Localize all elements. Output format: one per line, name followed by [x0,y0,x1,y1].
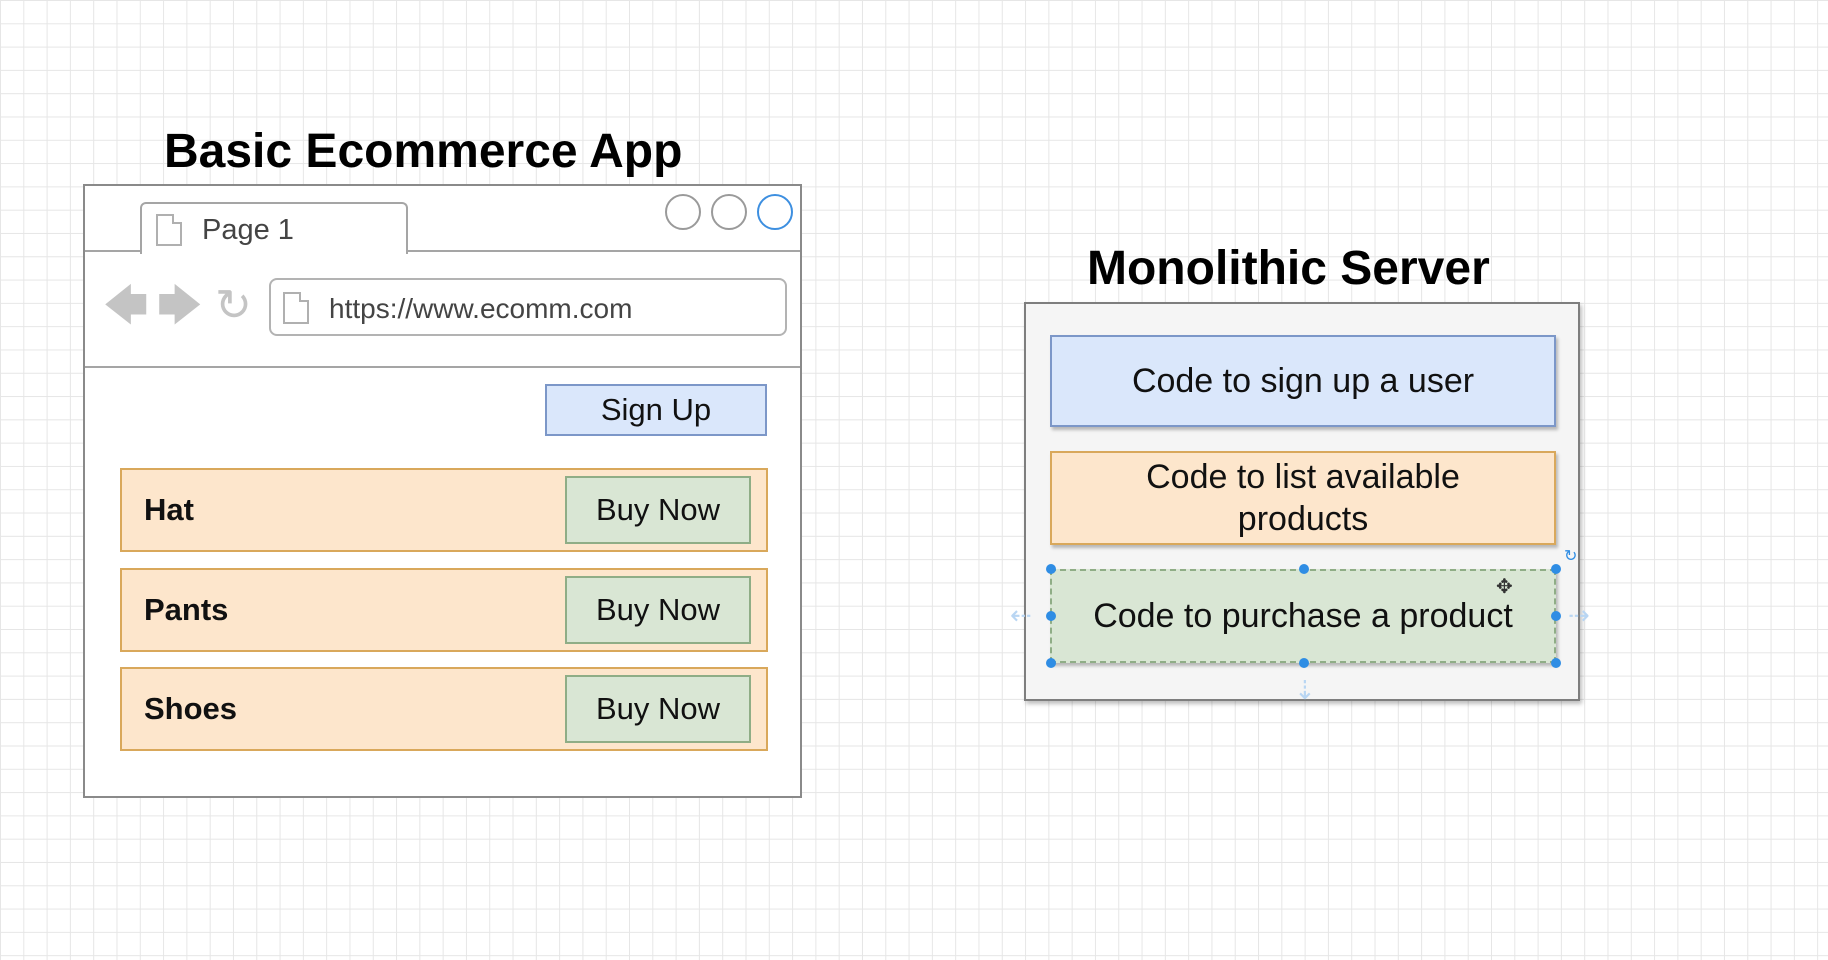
window-button-1[interactable] [665,194,701,230]
product-row: Hat Buy Now [120,468,768,552]
nav-bar: 🡄 🡆 ↻ https://www.ecomm.com [85,252,800,368]
buy-now-button[interactable]: Buy Now [565,675,751,743]
app-title: Basic Ecommerce App [164,125,683,178]
buy-now-button[interactable]: Buy Now [565,476,751,544]
module-label: Code to sign up a user [1131,362,1475,400]
tab-bar: Page 1 [85,186,800,254]
selection-handle[interactable] [1299,658,1309,668]
selection-handle[interactable] [1046,611,1056,621]
product-row: Pants Buy Now [120,568,768,652]
page-icon [283,292,309,324]
selection-handle[interactable] [1046,658,1056,668]
selection-handle[interactable] [1551,564,1561,574]
window-button-2[interactable] [711,194,747,230]
module-label: Code to purchase a product [1093,597,1513,635]
browser-window: Page 1 🡄 🡆 ↻ https://www.ecomm.com Sign … [83,184,802,798]
browser-tab[interactable]: Page 1 [140,202,408,254]
forward-arrow-icon[interactable]: 🡆 [157,281,203,330]
product-row: Shoes Buy Now [120,667,768,751]
left-connector-arrow-icon[interactable]: ⇠ [1010,600,1032,630]
buy-now-button[interactable]: Buy Now [565,576,751,644]
back-arrow-icon[interactable]: 🡄 [103,281,149,330]
selection-handle[interactable] [1299,564,1309,574]
url-bar[interactable]: https://www.ecomm.com [269,278,787,336]
url-text: https://www.ecomm.com [329,293,633,324]
window-button-3[interactable] [757,194,793,230]
right-connector-arrow-icon[interactable]: ⇢ [1568,600,1590,630]
selection-handle[interactable] [1551,658,1561,668]
product-name: Shoes [144,691,238,726]
page-icon [156,214,182,246]
list-products-code-module[interactable]: Code to list available products [1050,451,1556,545]
sign-up-button[interactable]: Sign Up [545,384,767,436]
module-label: Code to list available products [1146,458,1460,538]
selection-handle[interactable] [1046,564,1056,574]
tab-label: Page 1 [202,214,294,246]
move-cursor-icon: ✥ [1496,576,1513,598]
reload-icon[interactable]: ↻ [215,281,252,330]
down-connector-arrow-icon[interactable]: ⇣ [1294,675,1316,705]
purchase-code-module[interactable]: Code to purchase a product [1050,569,1556,663]
selection-handle[interactable] [1551,611,1561,621]
rotate-handle-icon[interactable]: ↻ [1564,548,1578,565]
signup-code-module[interactable]: Code to sign up a user [1050,335,1556,427]
product-name: Pants [144,592,229,627]
server-title: Monolithic Server [1087,242,1490,295]
monolithic-server-box: Code to sign up a user Code to list avai… [1024,302,1580,701]
product-name: Hat [144,492,194,527]
